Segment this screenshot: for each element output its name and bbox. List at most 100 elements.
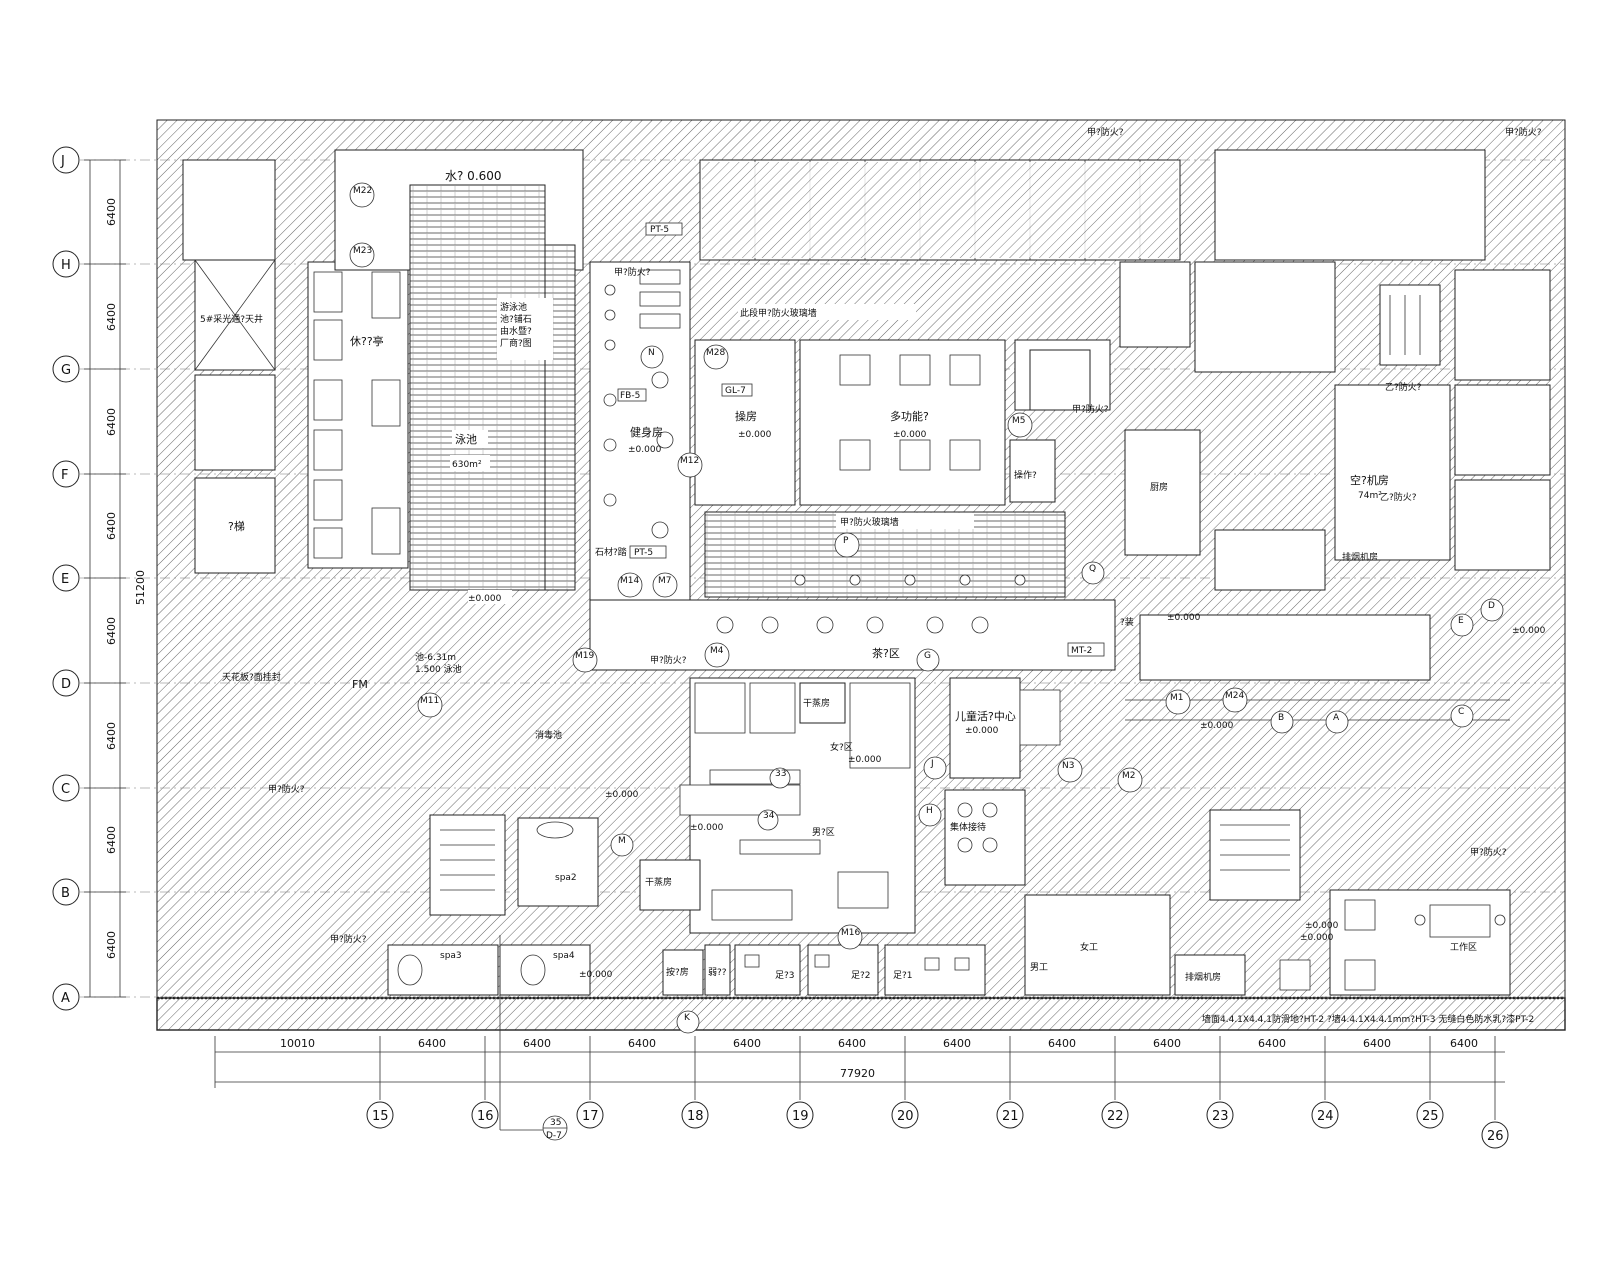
multi-function-level: ±0.000 <box>893 430 927 440</box>
door-tag-m1: M1 <box>1170 693 1184 703</box>
fire-door-label-5: 甲?防火? <box>650 654 687 666</box>
workspace-label: 工作区 <box>1450 941 1477 953</box>
section-markers: N P Q G J H M A B C D E K <box>610 345 1504 1034</box>
row-axis-bubbles: J H G F E D C B A <box>52 146 80 1011</box>
foot2-label: 足?2 <box>851 970 871 981</box>
foot1-label: 足?1 <box>893 970 913 981</box>
stone-label: 石材?踏 <box>595 546 627 558</box>
yoga-level: ±0.000 <box>738 430 772 440</box>
level-far-east: ±0.000 <box>1512 626 1546 636</box>
door-tag-n3: N3 <box>1062 761 1074 771</box>
bottom-dim-12: 6400 <box>1450 1037 1478 1050</box>
section-mark-c: C <box>1458 707 1464 717</box>
bottom-dim-8: 6400 <box>1048 1037 1076 1050</box>
yoga-label: 操房 <box>735 409 757 423</box>
floor-note: 墙面4.4.1X4.4.1防滑地?HT-2 ?墙4.4.1X4.4.1mm?HT… <box>1202 1013 1534 1025</box>
pool-area: 630m² <box>452 460 482 470</box>
section-mark-d: D <box>1488 601 1495 611</box>
tag-gl7: GL-7 <box>725 386 746 396</box>
door-tag-m2: M2 <box>1122 771 1136 781</box>
axis-row-h: H <box>61 258 71 273</box>
pool-note-4: 厂商?图 <box>500 337 532 349</box>
level-east: ±0.000 <box>1167 613 1201 623</box>
dry-sauna-label-1: 干蒸房 <box>803 697 830 709</box>
stair-cores <box>429 284 1441 916</box>
section-mark-g: G <box>924 651 931 661</box>
rest-lounge-label: 休??亭 <box>350 334 384 348</box>
axis-row-b: B <box>61 886 70 901</box>
callout-35-sheet: D-7 <box>546 1131 562 1141</box>
water-feature-label: 甲?防火玻璃墙 <box>840 516 899 528</box>
callout-35-number: 35 <box>550 1118 561 1128</box>
left-dim-total: 51200 <box>134 570 147 605</box>
tag-fb5: FB-5 <box>620 391 640 401</box>
bottom-dim-10: 6400 <box>1258 1037 1286 1050</box>
bottom-dim-5: 6400 <box>733 1037 761 1050</box>
section-mark-b: B <box>1278 713 1284 723</box>
left-dim-7: 6400 <box>105 826 118 854</box>
bottom-dim-3: 6400 <box>523 1037 551 1050</box>
left-dim-1: 6400 <box>105 198 118 226</box>
axis-col-23: 23 <box>1212 1109 1229 1124</box>
section-mark-e: E <box>1458 616 1464 626</box>
fire-door-label-7: 甲?防火? <box>330 933 367 945</box>
female-area-label: 女?区 <box>830 741 853 753</box>
gym-zone: 健身房 ±0.000 FB-5 PT-5 PT-5 石材?踏 <box>589 222 691 603</box>
exhaust-room-label: 排烟机房 <box>1185 971 1221 983</box>
pool-edge-level: ±0.000 <box>468 594 502 604</box>
axis-col-16: 16 <box>477 1109 494 1124</box>
male-level: ±0.000 <box>690 823 724 833</box>
massage-label: 按?房 <box>666 966 689 978</box>
axis-col-25: 25 <box>1422 1109 1439 1124</box>
axis-row-d: D <box>61 677 71 692</box>
pool-label: 泳池 <box>455 432 477 446</box>
pool-note-1: 游泳池 <box>500 301 527 313</box>
section-mark-a: A <box>1333 713 1340 723</box>
axis-col-15: 15 <box>372 1109 389 1124</box>
kids-center: 儿童活?中心 ±0.000 集体接待 <box>944 677 1061 886</box>
level-workspace: ±0.000 <box>1305 921 1339 931</box>
tea-area: 茶?区 MT-2 <box>589 599 1116 671</box>
bottom-dim-total: 77920 <box>840 1067 875 1080</box>
bottom-dim-11: 6400 <box>1363 1037 1391 1050</box>
annotations: 甲?防火? 甲?防火? 甲?防火? 甲?防火? 甲?防火? 甲?防火? 甲?防火… <box>222 126 1546 1025</box>
north-room-strip <box>182 149 1551 571</box>
tag-pt5-bottom: PT-5 <box>634 548 653 558</box>
axis-col-21: 21 <box>1002 1109 1019 1124</box>
male-area-label: 男?区 <box>812 827 835 838</box>
detail-callout: 35 D-7 33 34 <box>499 767 791 1141</box>
axis-row-j: J <box>60 154 65 169</box>
pool-water-level: 水? 0.600 <box>445 169 502 183</box>
bottom-dim-7: 6400 <box>943 1037 971 1050</box>
section-mark-n: N <box>648 348 655 358</box>
locker-strip: 休??亭 <box>307 261 409 569</box>
door-tag-m28: M28 <box>706 348 725 358</box>
door-tag-m11: M11 <box>420 696 439 706</box>
west-shafts: 5#采光通?天井 ?梯 <box>194 259 276 574</box>
column-axis-bubbles: 15 16 17 18 19 20 21 22 23 24 25 26 <box>366 1101 1509 1149</box>
exterior-band <box>156 997 1566 1031</box>
pool-surface <box>409 184 546 591</box>
fm-label: FM <box>352 678 368 691</box>
door-tag-m5: M5 <box>1012 416 1026 426</box>
linen-label: ?装 <box>1120 616 1134 628</box>
left-dim-3: 6400 <box>105 408 118 436</box>
axis-col-26: 26 <box>1487 1129 1504 1144</box>
dry-sauna-label-2: 干蒸房 <box>645 876 672 888</box>
fire-door-label-8: 甲?防火? <box>1470 846 1507 858</box>
ac-room-label: 空?机房 <box>1350 473 1389 487</box>
left-dim-8: 6400 <box>105 931 118 959</box>
section-mark-m: M <box>618 836 626 846</box>
axis-row-g: G <box>61 363 71 378</box>
corridor-level: ±0.000 <box>1200 721 1234 731</box>
left-dimension-chain: 6400 6400 6400 6400 6400 6400 6400 6400 … <box>84 159 147 998</box>
pool-note-3: 由水暨? <box>500 325 532 337</box>
shaft-label: 5#采光通?天井 <box>200 313 263 325</box>
fire-door-label-2: 甲?防火? <box>1505 126 1542 138</box>
fire-door-label-1: 甲?防火? <box>1087 126 1124 138</box>
door-tag-m24: M24 <box>1225 691 1244 701</box>
group-reception-label: 集体接待 <box>950 821 986 833</box>
axis-col-17: 17 <box>582 1109 599 1124</box>
east-zone: 空?机房 74m² 排烟机房 厨房 工作区 ±0.000 ±0.000 <box>1119 261 1511 996</box>
